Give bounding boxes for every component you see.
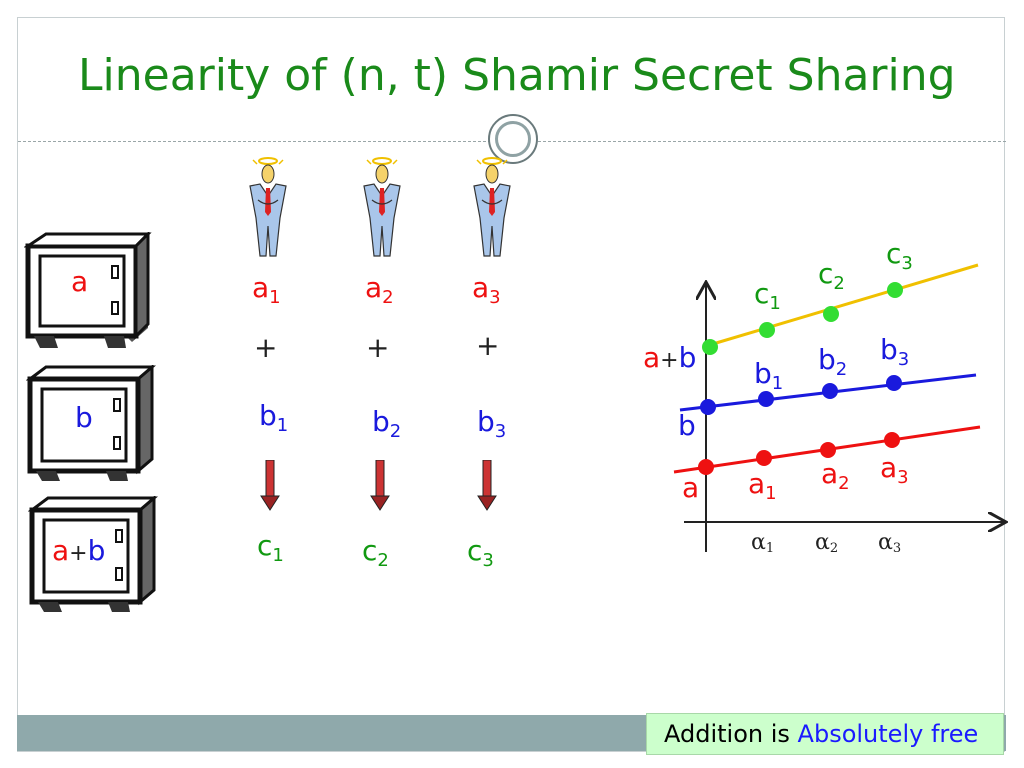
share-c2: c2 xyxy=(362,534,389,571)
point-a0 xyxy=(698,459,714,475)
point-a1 xyxy=(756,450,772,466)
share-a1: a1 xyxy=(252,271,281,308)
point-a3 xyxy=(884,432,900,448)
graph-label-b: b xyxy=(678,409,696,442)
point-c2 xyxy=(823,306,839,322)
point-a2 xyxy=(820,442,836,458)
safe-a-icon xyxy=(24,232,152,348)
x-tick-alpha2: α2 xyxy=(815,530,839,556)
caption: Addition is Absolutely free xyxy=(664,720,979,748)
x-tick-alpha1: α1 xyxy=(751,530,775,556)
safe-sum-label: a+b xyxy=(52,534,106,567)
party-1-figure-icon xyxy=(249,157,287,257)
graph-b3: b3 xyxy=(880,333,910,370)
share-a2: a2 xyxy=(365,271,394,308)
share-b1: b1 xyxy=(259,399,289,436)
points-a xyxy=(698,432,900,475)
share-b2: b2 xyxy=(372,405,402,442)
point-b2 xyxy=(822,383,838,399)
down-arrow-2-icon xyxy=(370,460,390,511)
plus-1: + xyxy=(254,331,278,364)
x-tick-alpha3: α3 xyxy=(878,530,902,556)
graph-a3: a3 xyxy=(880,451,909,488)
share-b3: b3 xyxy=(477,405,507,442)
point-b3 xyxy=(886,375,902,391)
footer-band xyxy=(17,715,647,751)
slide-title: Linearity of (n, t) Shamir Secret Sharin… xyxy=(78,50,956,101)
safe-b-icon xyxy=(26,365,156,481)
footer-band-edge xyxy=(1004,715,1006,751)
caption-box xyxy=(646,713,1004,755)
safe-sum-icon xyxy=(28,496,158,612)
share-c3: c3 xyxy=(467,534,494,571)
share-c1: c1 xyxy=(257,529,284,566)
polynomial-graph xyxy=(673,263,1010,552)
party-3-figure-icon xyxy=(473,157,511,257)
plus-3: + xyxy=(476,329,500,362)
safe-a-label: a xyxy=(71,265,89,298)
graph-a1: a1 xyxy=(748,467,777,504)
graph-a2: a2 xyxy=(821,457,850,494)
point-c1 xyxy=(759,322,775,338)
safe-b-label: b xyxy=(75,401,93,434)
points-b xyxy=(700,375,902,415)
point-b0 xyxy=(700,399,716,415)
point-b1 xyxy=(758,391,774,407)
graph-c1: c1 xyxy=(754,277,781,314)
divider-ring-ornament xyxy=(488,114,538,164)
graph-label-a: a xyxy=(682,471,700,504)
graph-label-sum: a+b xyxy=(643,341,697,374)
plus-2: + xyxy=(366,331,390,364)
down-arrow-1-icon xyxy=(260,460,280,511)
share-a3: a3 xyxy=(472,271,501,308)
down-arrow-3-icon xyxy=(477,460,497,511)
party-2-figure-icon xyxy=(363,157,401,257)
graph-c3: c3 xyxy=(886,237,913,274)
graph-b1: b1 xyxy=(754,357,784,394)
line-c xyxy=(705,263,979,348)
point-c0 xyxy=(702,339,718,355)
graph-c2: c2 xyxy=(818,257,845,294)
points-c xyxy=(702,282,903,355)
graph-b2: b2 xyxy=(818,343,848,380)
point-c3 xyxy=(887,282,903,298)
